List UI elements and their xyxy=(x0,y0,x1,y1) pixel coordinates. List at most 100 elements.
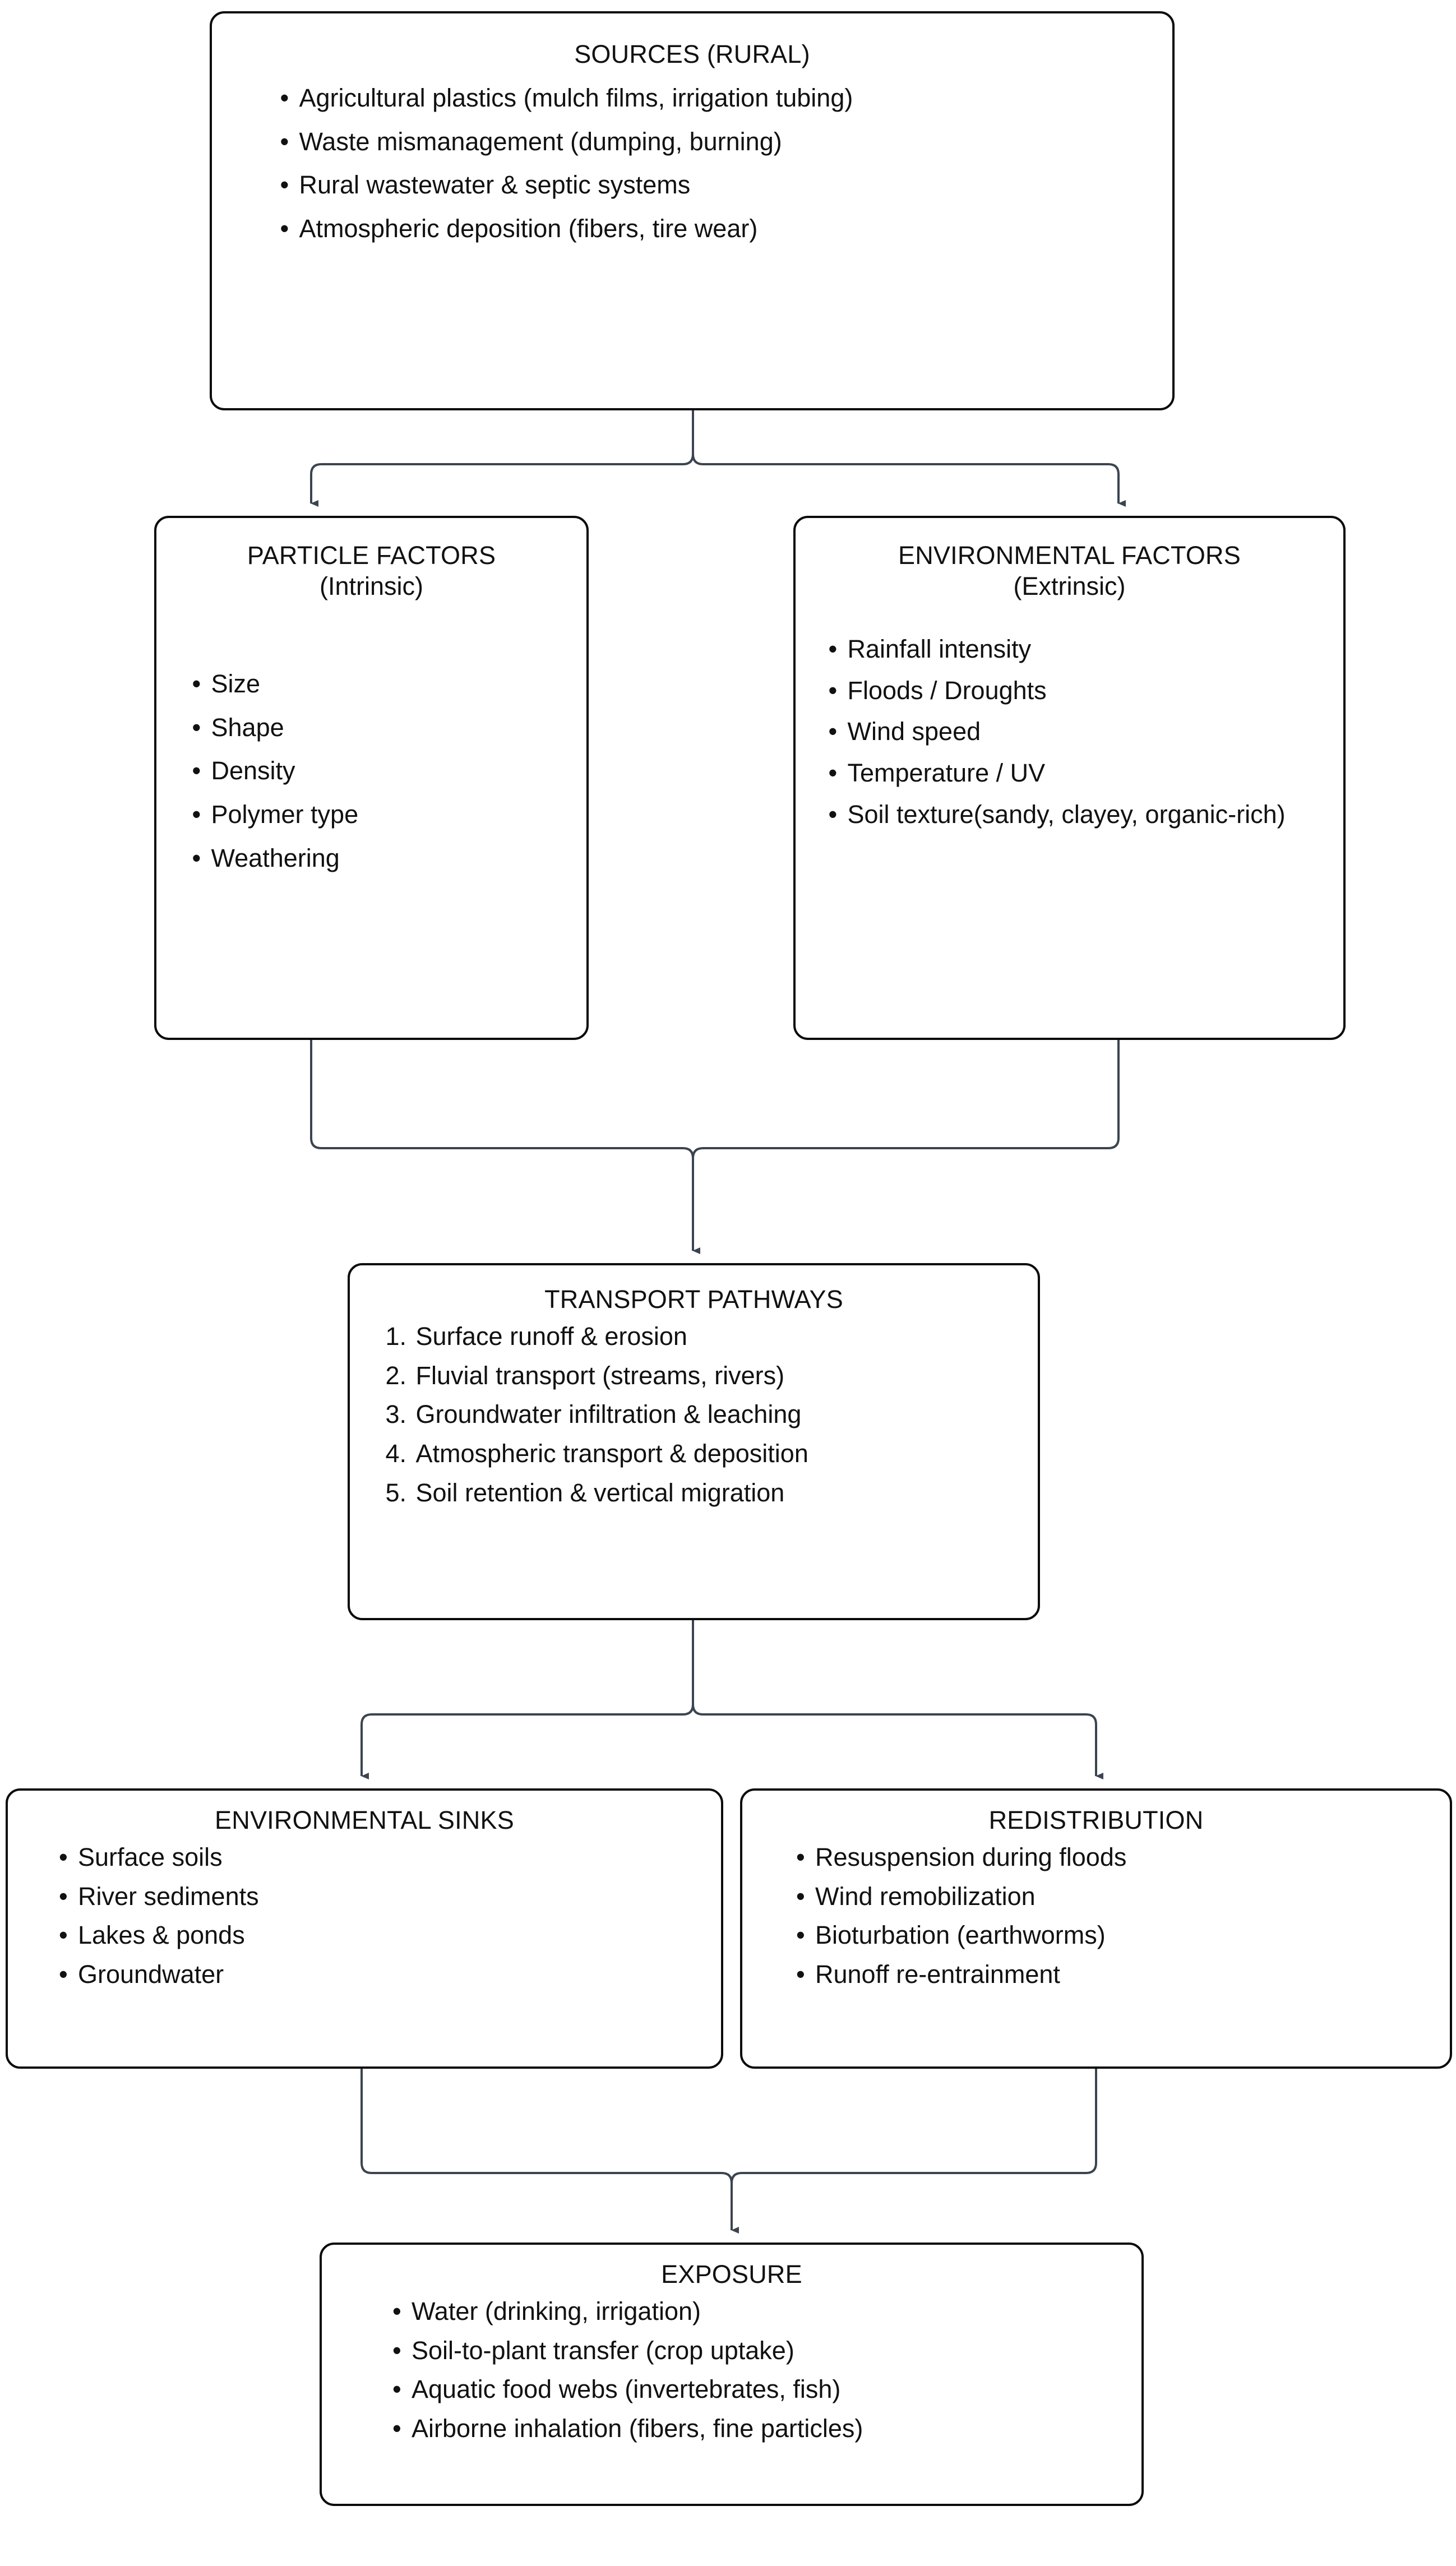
list-item-label: River sediments xyxy=(78,1881,259,1911)
list-item: • Runoff re-entrainment xyxy=(796,1959,1396,1990)
node-redistribution-title: REDISTRIBUTION xyxy=(988,1806,1204,1834)
list-item: • Bioturbation (earthworms) xyxy=(796,1920,1396,1951)
edge-sinks-to-exposure xyxy=(360,2069,1097,2234)
list-item: • Size xyxy=(192,668,551,700)
list-item: • Aquatic food webs (invertebrates, fish… xyxy=(392,2374,1071,2405)
list-item-label: Resuspension during floods xyxy=(815,1842,1127,1871)
list-item-label: Aquatic food webs (invertebrates, fish) xyxy=(412,2375,841,2404)
list-item-label: Rural wastewater & septic systems xyxy=(299,170,691,200)
list-item: • Lakes & ponds xyxy=(59,1920,670,1951)
list-item-label: Runoff re-entrainment xyxy=(815,1960,1060,1989)
list-item-label: Wind speed xyxy=(847,717,981,746)
list-item: • Rural wastewater & septic systems xyxy=(280,169,1104,201)
bullet-glyph: • xyxy=(59,1921,68,1950)
list-item: • Airborne inhalation (fibers, fine part… xyxy=(392,2413,1071,2444)
list-item-label: Water (drinking, irrigation) xyxy=(412,2296,701,2325)
list-item-label: Lakes & ponds xyxy=(78,1921,245,1950)
list-item-label: Density xyxy=(211,756,295,785)
bullet-glyph: • xyxy=(796,1842,805,1871)
list-item-label: Waste mismanagement (dumping, burning) xyxy=(299,127,782,156)
bullet-glyph: • xyxy=(828,759,838,788)
bullet-glyph: • xyxy=(796,1881,805,1911)
node-redistribution-list: • Resuspension during floods • Wind remo… xyxy=(796,1842,1396,1998)
bullet-glyph: • xyxy=(392,2336,401,2365)
list-item: • Polymer type xyxy=(192,799,551,830)
list-item-label: Wind remobilization xyxy=(815,1881,1036,1911)
bullet-glyph: • xyxy=(192,800,201,829)
list-item-label: Bioturbation (earthworms) xyxy=(815,1921,1106,1950)
list-item-label: Surface runoff & erosion xyxy=(415,1321,687,1351)
list-item: • River sediments xyxy=(59,1881,670,1912)
bullet-glyph: • xyxy=(796,1960,805,1989)
bullet-glyph: • xyxy=(280,127,289,156)
list-item: • Atmospheric deposition (fibers, tire w… xyxy=(280,213,1104,244)
list-item-label: Groundwater infiltration & leaching xyxy=(415,1400,802,1429)
list-item: • Rainfall intensity xyxy=(829,634,1311,665)
list-item-label: Rainfall intensity xyxy=(847,634,1032,663)
bullet-glyph: • xyxy=(392,2414,401,2443)
bullet-glyph: • xyxy=(796,1921,805,1950)
edge-transport-to-sinks xyxy=(360,1620,1103,1779)
list-item-number: 3. xyxy=(385,1400,407,1429)
list-item: • Temperature / UV xyxy=(829,757,1311,789)
bullet-glyph: • xyxy=(192,713,201,742)
node-transport-pathways-title: TRANSPORT PATHWAYS xyxy=(544,1285,843,1314)
list-item: • Soil texture(sandy, clayey, organic-ri… xyxy=(829,799,1311,830)
bullet-glyph: • xyxy=(392,2375,401,2404)
list-item-label: Shape xyxy=(211,713,284,742)
node-environmental-sinks-title: ENVIRONMENTAL SINKS xyxy=(215,1806,514,1834)
list-item: • Water (drinking, irrigation) xyxy=(392,2296,1071,2327)
node-particle-factors-subtitle: (Intrinsic) xyxy=(319,571,423,600)
list-item-label: Groundwater xyxy=(78,1960,224,1989)
node-environmental-factors[interactable]: ENVIRONMENTAL FACTORS (Extrinsic) • Rain… xyxy=(793,516,1346,1040)
node-particle-factors-list: • Size • Shape • Density • Polymer type … xyxy=(192,668,551,886)
list-item-label: Temperature / UV xyxy=(847,759,1046,788)
bullet-glyph: • xyxy=(192,669,201,698)
list-item: 3. Groundwater infiltration & leaching xyxy=(386,1399,1002,1430)
node-exposure-list: • Water (drinking, irrigation) • Soil-to… xyxy=(392,2296,1071,2452)
node-particle-factors-title: PARTICLE FACTORS xyxy=(247,541,496,570)
list-item-label: Weathering xyxy=(211,843,340,872)
bullet-glyph: • xyxy=(280,214,289,243)
list-item: • Density xyxy=(192,755,551,787)
node-exposure-title: EXPOSURE xyxy=(661,2260,802,2288)
list-item: 4. Atmospheric transport & deposition xyxy=(386,1438,1002,1469)
list-item-label: Surface soils xyxy=(78,1842,223,1871)
list-item-label: Polymer type xyxy=(211,800,359,829)
bullet-glyph: • xyxy=(192,756,201,785)
list-item: • Soil-to-plant transfer (crop uptake) xyxy=(392,2335,1071,2366)
node-particle-factors[interactable]: PARTICLE FACTORS (Intrinsic) • Size • Sh… xyxy=(154,516,589,1040)
bullet-glyph: • xyxy=(392,2296,401,2325)
bullet-glyph: • xyxy=(280,83,289,112)
list-item: • Surface soils xyxy=(59,1842,670,1873)
edge-factors-to-transport xyxy=(310,1040,1120,1254)
bullet-glyph: • xyxy=(828,676,838,705)
list-item: • Resuspension during floods xyxy=(796,1842,1396,1873)
list-item: • Wind remobilization xyxy=(796,1881,1396,1912)
node-exposure[interactable]: EXPOSURE • Water (drinking, irrigation) … xyxy=(320,2243,1144,2506)
node-environmental-sinks-list: • Surface soils • River sediments • Lake… xyxy=(59,1842,670,1998)
node-sources-title: SOURCES (RURAL) xyxy=(574,40,810,68)
node-transport-pathways-list: 1. Surface runoff & erosion 2. Fluvial t… xyxy=(386,1321,1002,1517)
bullet-glyph: • xyxy=(59,1881,68,1911)
list-item-number: 1. xyxy=(385,1321,407,1351)
list-item: • Agricultural plastics (mulch films, ir… xyxy=(280,82,1104,114)
node-environmental-sinks[interactable]: ENVIRONMENTAL SINKS • Surface soils • Ri… xyxy=(6,1788,723,2069)
list-item-label: Fluvial transport (streams, rivers) xyxy=(415,1361,785,1390)
list-item-label: Soil texture(sandy, clayey, organic-rich… xyxy=(847,799,1286,829)
node-environmental-factors-list: • Rainfall intensity • Floods / Droughts… xyxy=(829,634,1311,840)
list-item-label: Soil-to-plant transfer (crop uptake) xyxy=(412,2336,794,2365)
node-sources[interactable]: SOURCES (RURAL) • Agricultural plastics … xyxy=(210,11,1175,410)
bullet-glyph: • xyxy=(59,1960,68,1989)
list-item: • Shape xyxy=(192,712,551,743)
node-redistribution[interactable]: REDISTRIBUTION • Resuspension during flo… xyxy=(740,1788,1452,2069)
bullet-glyph: • xyxy=(828,634,838,663)
list-item: • Waste mismanagement (dumping, burning) xyxy=(280,126,1104,158)
bullet-glyph: • xyxy=(59,1842,68,1871)
node-transport-pathways[interactable]: TRANSPORT PATHWAYS 1. Surface runoff & e… xyxy=(348,1263,1040,1620)
node-environmental-factors-subtitle: (Extrinsic) xyxy=(1013,571,1126,600)
list-item-label: Size xyxy=(211,669,261,698)
list-item-label: Soil retention & vertical migration xyxy=(415,1478,785,1508)
list-item-label: Atmospheric transport & deposition xyxy=(415,1439,808,1468)
